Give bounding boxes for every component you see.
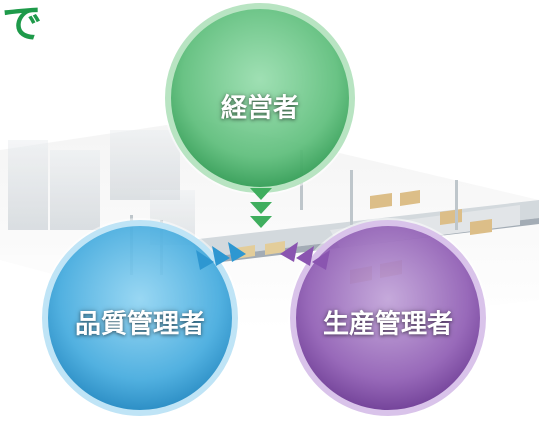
arrow-from-quality [196, 242, 246, 270]
production-node [288, 218, 488, 418]
production-label: 生産管理者 [322, 309, 454, 340]
management-node [163, 1, 357, 195]
arrow-from-production [280, 242, 330, 270]
management-label: 経営者 [220, 93, 300, 124]
quality-node [40, 218, 240, 418]
arrow-from-management [250, 188, 272, 228]
heading-fragment: で [2, 1, 42, 47]
quality-label: 品質管理者 [74, 309, 206, 340]
